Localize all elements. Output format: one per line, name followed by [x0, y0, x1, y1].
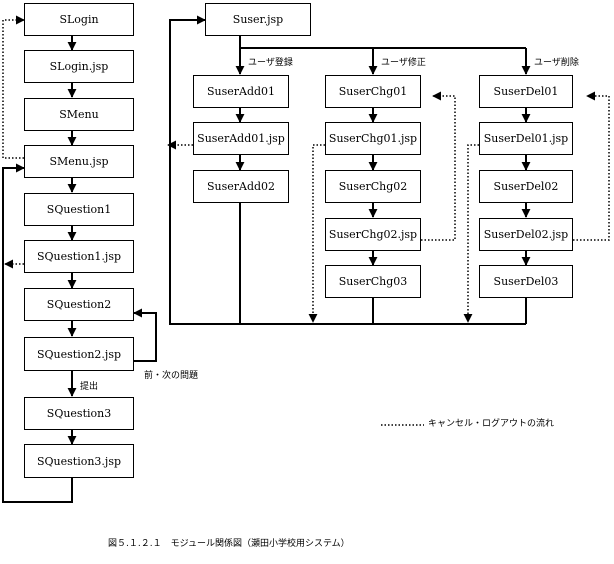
cancel-edge-suserdel02jsp [573, 91, 610, 241]
figure-caption: 図５.１.２.１ モジュール関係図（瀬田小学校用システム） [108, 539, 350, 549]
node-squestion2-jsp: SQuestion2.jsp [24, 337, 134, 371]
cancel-edge-smenujsp-slogin [2, 15, 25, 159]
node-suserchg03: SuserChg03 [325, 265, 421, 298]
solid-connectors [2, 15, 531, 503]
node-suserchg01-jsp: SuserChg01.jsp [325, 122, 421, 155]
cancel-edge-suserchg01jsp [308, 144, 325, 323]
node-smenu: SMenu [24, 98, 134, 131]
label-user-del: ユーザ削除 [534, 58, 579, 68]
node-squestion1: SQuestion1 [24, 193, 134, 226]
cancel-edge-suserdel01jsp [463, 144, 479, 323]
node-suseradd02: SuserAdd02 [193, 170, 289, 203]
node-suseradd01-jsp: SuserAdd01.jsp [193, 122, 289, 155]
node-suserdel02-jsp: SuserDel02.jsp [479, 218, 573, 251]
edge-prev-next-loop [133, 308, 157, 362]
node-slogin-jsp: SLogin.jsp [24, 50, 134, 83]
label-prev-next: 前・次の問題 [144, 371, 199, 381]
label-submit: 提出 [80, 382, 99, 392]
legend-cancel-logout: キャンセル・ログアウトの流れ [428, 419, 555, 429]
dotted-connectors [2, 15, 610, 426]
node-smenu-jsp: SMenu.jsp [24, 145, 134, 178]
cancel-edge-suserchg02jsp [421, 91, 456, 241]
node-squestion2: SQuestion2 [24, 288, 134, 321]
node-suserchg01: SuserChg01 [325, 75, 421, 108]
edge-return-to-suserjsp [169, 15, 526, 325]
node-squestion3-jsp: SQuestion3.jsp [24, 444, 134, 478]
node-suserdel03: SuserDel03 [479, 265, 573, 298]
node-suserdel01-jsp: SuserDel01.jsp [479, 122, 573, 155]
node-squestion3: SQuestion3 [24, 397, 134, 430]
label-user-add: ユーザ登録 [248, 58, 293, 68]
node-slogin: SLogin [24, 3, 134, 36]
node-suserchg02-jsp: SuserChg02.jsp [325, 218, 421, 251]
node-suserdel01: SuserDel01 [479, 75, 573, 108]
node-suserdel02: SuserDel02 [479, 170, 573, 203]
edge-squestion3jsp-smenujsp [2, 163, 73, 503]
node-suserchg02: SuserChg02 [325, 170, 421, 203]
label-user-chg: ユーザ修正 [381, 58, 426, 68]
node-suseradd01: SuserAdd01 [193, 75, 289, 108]
node-suser-jsp: Suser.jsp [205, 3, 311, 36]
node-squestion1-jsp: SQuestion1.jsp [24, 240, 134, 273]
